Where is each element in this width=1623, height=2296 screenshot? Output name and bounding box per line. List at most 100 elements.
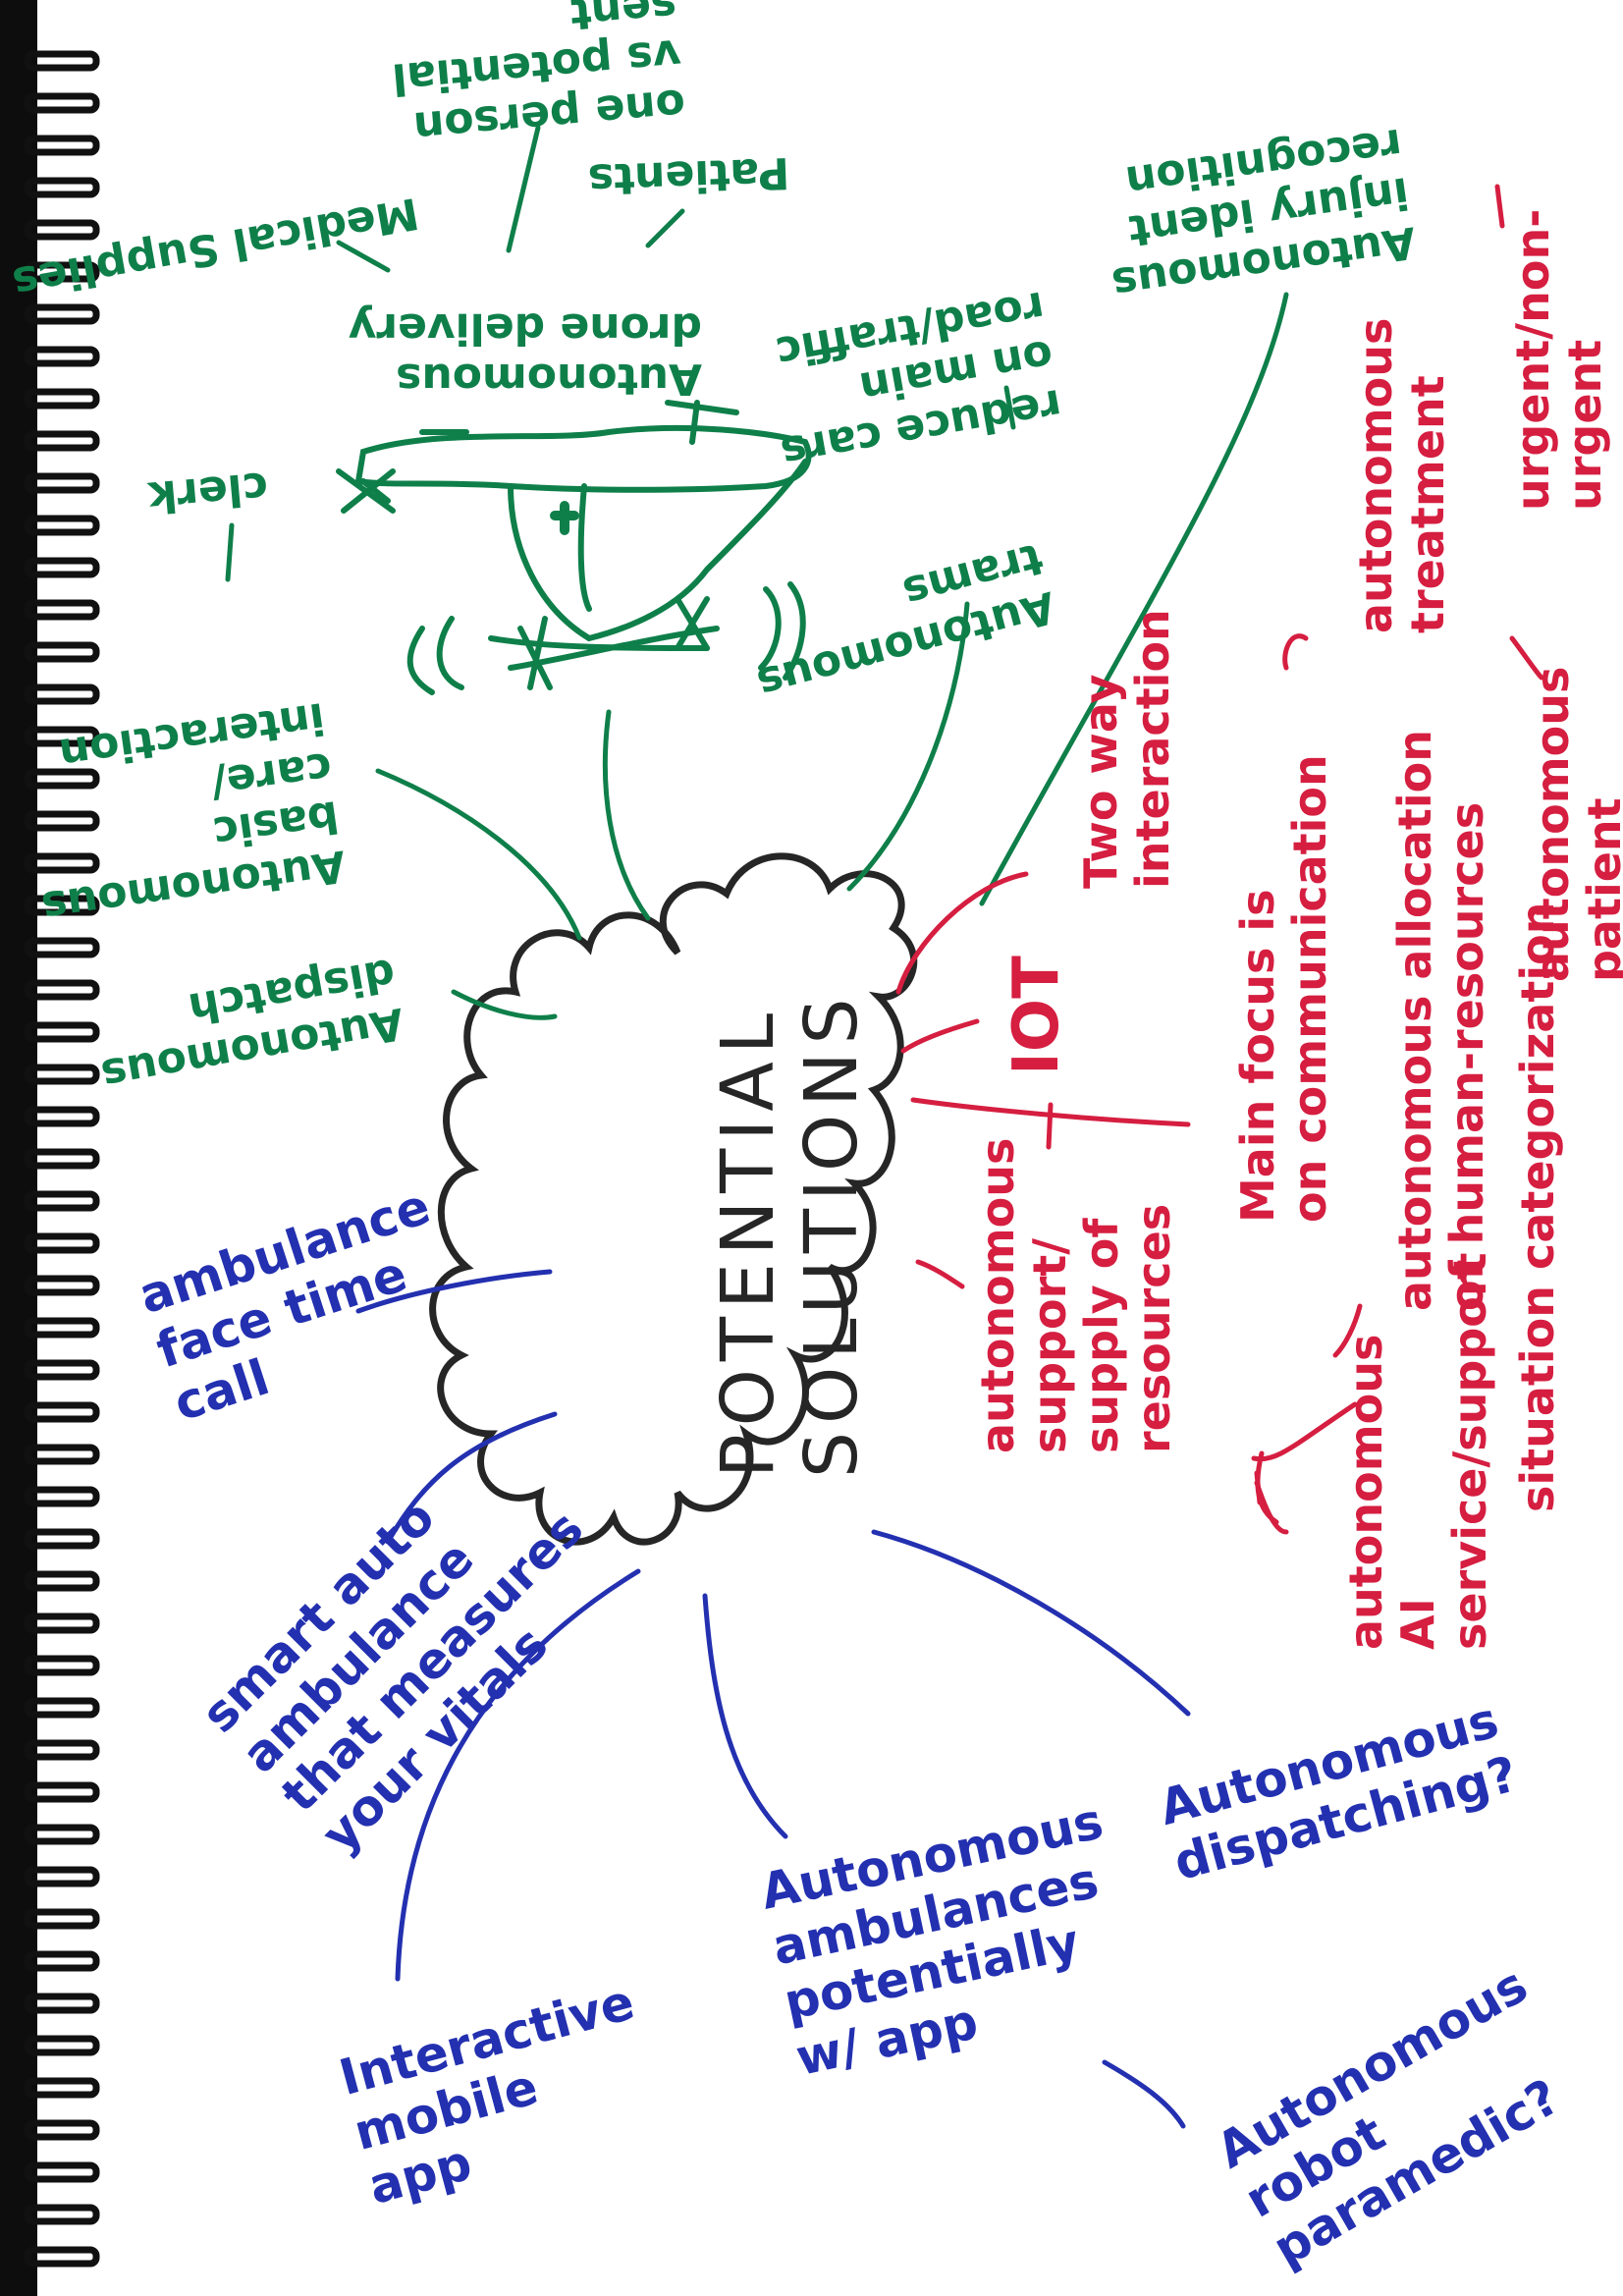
green-connector-drone [602,709,651,921]
binding-coil [24,1908,100,1930]
blue-connector-smart [385,1411,558,1545]
binding-coil [24,92,100,114]
binding-coil [24,1021,100,1043]
binding-coil [24,1993,100,2014]
binding-coil [24,1950,100,1972]
center-title-line1: POTENTIAL [706,1005,790,1478]
binding-coil [24,979,100,1001]
binding-coil [24,515,100,536]
binding-coil [24,2161,100,2183]
binding-coil [24,1613,100,1634]
binding-coil [24,852,100,874]
green-connector-basic-care [375,768,582,941]
label-ai-service: autonomous AI service/support [1339,1252,1496,1650]
binding-coil [24,1486,100,1507]
binding-coil [24,177,100,198]
label-autonomous-treatment: autonomous treatment [1349,317,1454,633]
binding-coil [24,683,100,705]
binding-coil [24,1781,100,1803]
red-connector-urgent [1494,184,1505,229]
binding-coil [24,261,100,283]
red-connector-patient [1509,635,1544,681]
binding-coil [24,303,100,325]
binding-coil [24,1824,100,1845]
label-two-way-interaction: Two way interaction [1074,609,1179,889]
red-connector-iot-top [895,871,1029,995]
binding-coil [24,346,100,367]
red-connector-tick [1046,1102,1054,1150]
center-title: POTENTIAL SOLUTIONS [706,990,875,1478]
center-title-line2: SOLUTIONS [789,990,875,1478]
binding-coil [24,50,100,72]
binding-coil [24,1275,100,1296]
binding-coil [24,599,100,621]
green-connector-injury [979,292,1289,906]
blue-connector-facetime [355,1269,553,1314]
label-drone-delivery: Autonomous drone delivery [348,303,702,404]
binding-coil [24,726,100,747]
binding-coil [24,1866,100,1887]
drone-sketch [336,400,812,695]
binding-coil [24,768,100,790]
red-connector-treatment [1282,633,1309,671]
green-connector-dispatch [451,989,558,1020]
label-clerk: clerk [146,462,271,522]
red-connector-alloc [1332,1303,1363,1358]
label-basic-care: Autonomous basic care/ interaction [38,692,350,933]
binding-coil [24,1317,100,1339]
binding-coil [24,1190,100,1212]
binding-coil [24,430,100,452]
green-connector-trams [846,601,970,892]
binding-coil [24,135,100,156]
label-situation-categorization: situation categorization [1511,902,1564,1512]
binding-coil [24,1570,100,1592]
red-connector-iot-bottom [910,1097,1191,1127]
red-connector-supply [915,1259,965,1289]
label-supply-resources: autonomous support/ supply of resources [971,1137,1180,1453]
green-connector-clerk [225,522,235,582]
label-one-person: one person vs potential sent [390,0,688,153]
binding-coil [24,472,100,494]
binding-coil [24,1401,100,1423]
label-urgent: urgent/non- urgent [1506,208,1611,511]
label-autonomous-allocation: autonomous allocation of human-resources [1388,729,1493,1311]
binding-coil [24,895,100,916]
binding-coil [24,2077,100,2099]
binding-coil [24,1739,100,1761]
binding-coil [24,1232,100,1254]
binding-coil [24,937,100,958]
binding-coil [24,388,100,410]
binding-coil [24,1148,100,1170]
blue-connector-ambulances [702,1593,788,1839]
red-connector-iot-mid [900,1018,980,1054]
label-iot: IOT [1001,956,1073,1075]
binding-coil [24,641,100,663]
label-main-focus: Main focus is on communication [1231,754,1336,1223]
binding-coil [24,1697,100,1719]
binding-coil [24,1359,100,1381]
green-connector-one-person [506,125,541,253]
center-cloud [429,852,918,1546]
green-connector-medical [336,240,391,273]
red-connector-left-bracket [1255,1450,1279,1525]
binding-coil [24,219,100,241]
blue-connector-mobile [395,1568,641,1982]
binding-coil [24,2035,100,2056]
green-connector-reduce [1003,385,1016,430]
binding-coil [24,1655,100,1676]
binding-coil [24,2246,100,2268]
binding-coil [24,1528,100,1550]
binding-coil [24,810,100,832]
blue-connector-robot [1102,2059,1186,2129]
binding-coil [24,557,100,578]
binding-coil [24,1106,100,1127]
spiral-binding [0,0,100,2296]
green-connector-patients [645,208,685,248]
binding-coil [24,1064,100,1085]
blue-connector-dispatching [871,1529,1191,1717]
binding-coil [24,1444,100,1465]
label-patients: Patients [587,147,791,205]
binding-coil [24,2204,100,2225]
binding-coil [24,2119,100,2141]
